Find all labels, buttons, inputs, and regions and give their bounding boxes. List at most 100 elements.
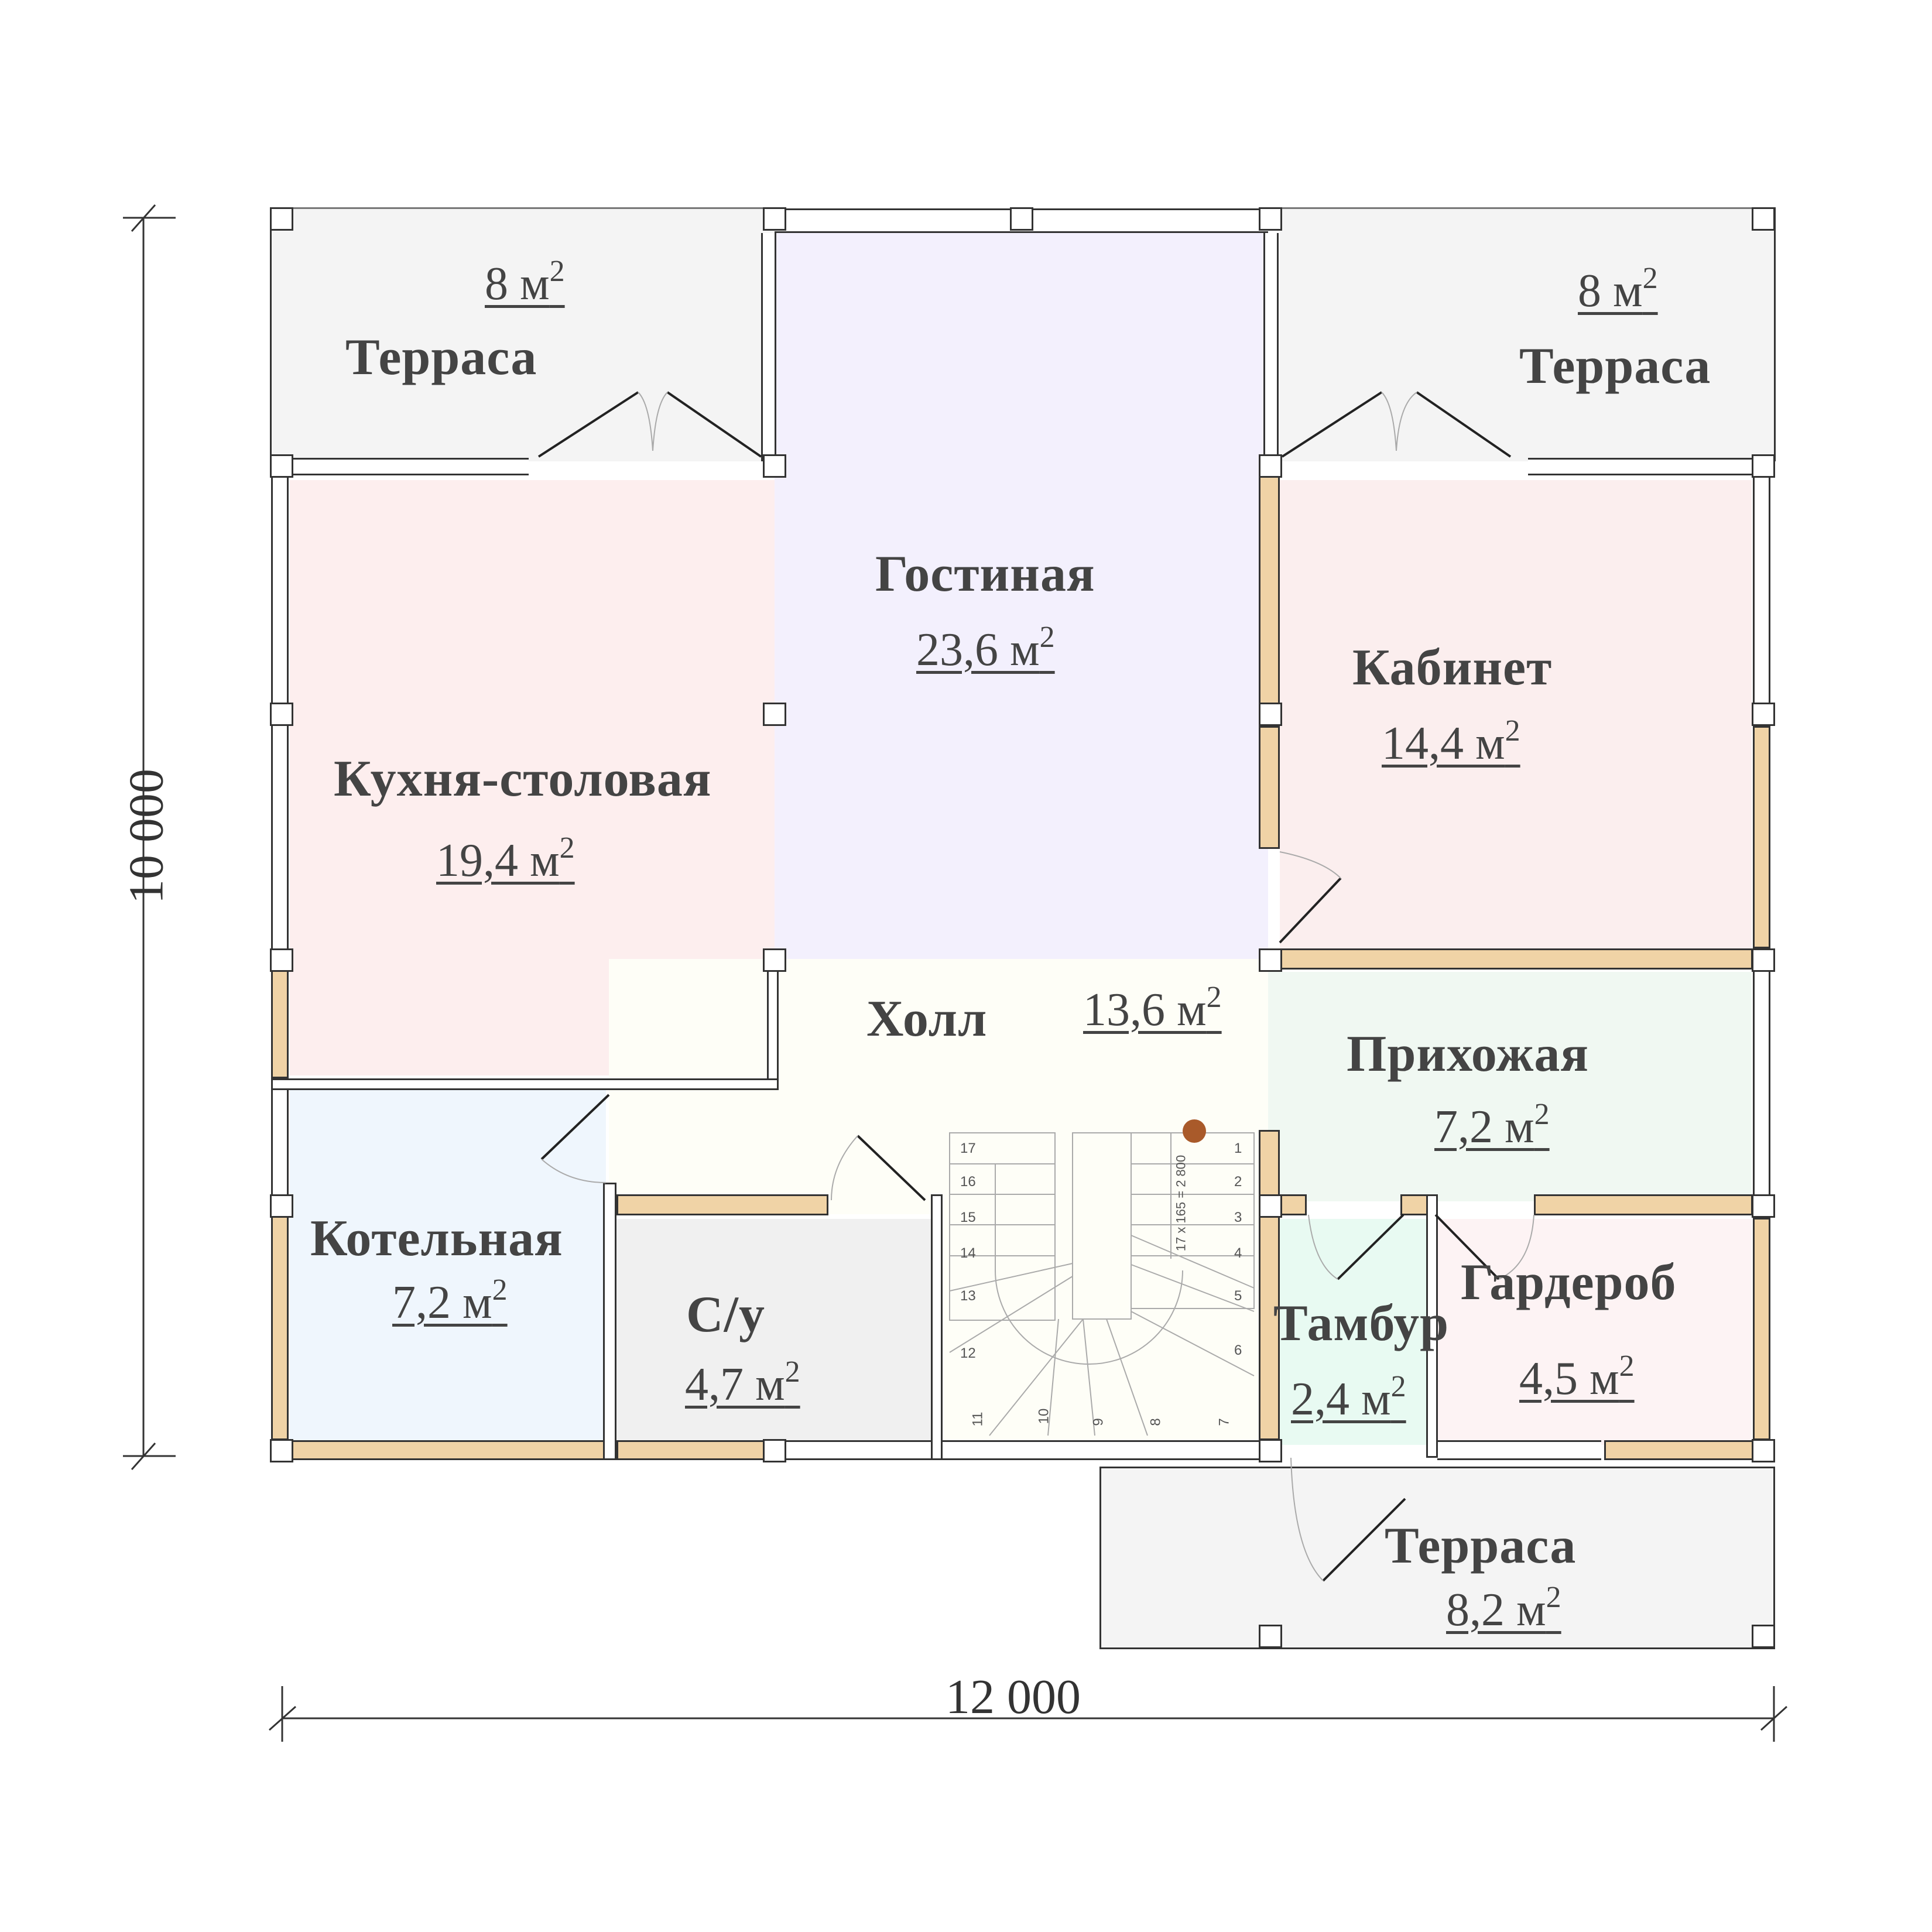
post xyxy=(1259,948,1282,972)
living-left-window xyxy=(761,233,776,461)
stair-step-10: 10 xyxy=(1036,1408,1052,1424)
left-wall-solid-1 xyxy=(271,961,289,1078)
stair-annotation: 17 x 165 = 2 800 xyxy=(1173,1155,1188,1252)
bathroom-top-wall xyxy=(616,1194,828,1215)
kitchen-name: Кухня-столовая xyxy=(334,751,712,807)
stair-step-2: 2 xyxy=(1234,1174,1242,1190)
stair-step-6: 6 xyxy=(1234,1342,1242,1358)
stair-step-8: 8 xyxy=(1147,1418,1164,1426)
stair-right-wall xyxy=(1259,1130,1280,1440)
kitchen-area: 19,4 м2 xyxy=(436,831,575,886)
post xyxy=(1752,948,1775,972)
post xyxy=(763,703,786,726)
post xyxy=(270,1194,293,1218)
left-wall-solid-2 xyxy=(271,1212,289,1440)
post xyxy=(270,948,293,972)
post xyxy=(270,1439,293,1462)
stair-step-9: 9 xyxy=(1090,1418,1107,1426)
post xyxy=(270,207,293,231)
boiler-area: 7,2 м2 xyxy=(392,1273,508,1328)
office-left-wall-2 xyxy=(1259,726,1280,849)
bath-stair-wall xyxy=(931,1194,943,1460)
entry-name: Прихожая xyxy=(1347,1026,1589,1083)
post xyxy=(763,207,786,231)
stair-step-1: 1 xyxy=(1234,1140,1242,1156)
terrace-bottom-area: 8,2 м2 xyxy=(1446,1581,1561,1636)
terrace-top-right xyxy=(1280,208,1775,461)
wardrobe-name: Гардероб xyxy=(1461,1254,1677,1311)
terrace-bottom-name: Терраса xyxy=(1385,1517,1577,1574)
terrace-top-left-name: Терраса xyxy=(345,329,537,386)
stair-step-15: 15 xyxy=(960,1210,976,1225)
stair-step-4: 4 xyxy=(1234,1245,1242,1261)
kitchen-top-window xyxy=(280,458,529,475)
right-window-wall xyxy=(1753,475,1770,721)
post xyxy=(1752,1625,1775,1648)
stair-step-7: 7 xyxy=(1216,1418,1232,1426)
wardrobe-area: 4,5 м2 xyxy=(1519,1349,1635,1405)
vestibule-area: 2,4 м2 xyxy=(1291,1370,1406,1425)
vestibule-name: Тамбур xyxy=(1273,1295,1450,1352)
dimension-height: 10 000 xyxy=(119,769,174,904)
room-bathroom xyxy=(616,1219,933,1445)
post xyxy=(1259,1194,1282,1218)
entry-bottom-wall-3 xyxy=(1534,1194,1753,1215)
post xyxy=(270,454,293,478)
office-name: Кабинет xyxy=(1352,639,1553,696)
vestibule-wardrobe-wall xyxy=(1426,1194,1438,1458)
post xyxy=(1752,1194,1775,1218)
room-office xyxy=(1280,480,1752,948)
entry-area: 7,2 м2 xyxy=(1434,1098,1550,1153)
post xyxy=(1259,454,1282,478)
post xyxy=(1010,207,1033,231)
terrace-top-left-left-edge xyxy=(270,207,272,461)
terrace-top-right-name: Терраса xyxy=(1519,338,1711,395)
living-area: 23,6 м2 xyxy=(916,621,1055,676)
stair-step-16: 16 xyxy=(960,1174,976,1190)
bathroom-area: 4,7 м2 xyxy=(685,1355,800,1410)
office-top-window xyxy=(1528,458,1765,475)
terrace-top-left-area: 8 м2 xyxy=(485,255,565,310)
bottom-window-bath xyxy=(779,1440,937,1460)
room-hall-2 xyxy=(775,959,1268,1076)
terrace-top-right-border xyxy=(1280,207,1775,209)
room-vestibule xyxy=(1280,1219,1426,1445)
stair-step-12: 12 xyxy=(960,1345,976,1361)
right-wall-solid-1 xyxy=(1753,726,1770,948)
stair-step-14: 14 xyxy=(960,1245,976,1261)
left-window-wall-2 xyxy=(271,1089,289,1200)
entry-bottom-wall-1 xyxy=(1280,1194,1307,1215)
post xyxy=(763,454,786,478)
bottom-wall-boiler xyxy=(271,1440,605,1460)
boiler-name: Котельная xyxy=(310,1210,563,1267)
post xyxy=(1752,454,1775,478)
post xyxy=(1259,1625,1282,1648)
living-right-window xyxy=(1263,233,1279,461)
room-wardrobe xyxy=(1437,1219,1752,1445)
kitchen-hall-wall-h xyxy=(271,1078,779,1090)
marker-dot xyxy=(1183,1119,1206,1143)
room-living xyxy=(775,233,1268,959)
bottom-window-wardrobe xyxy=(1437,1440,1601,1460)
post xyxy=(1752,1439,1775,1462)
stair-step-13: 13 xyxy=(960,1288,976,1304)
entry-bottom-wall-2 xyxy=(1400,1194,1430,1215)
bathroom-name: С/у xyxy=(686,1286,765,1343)
hall-area: 13,6 м2 xyxy=(1083,981,1222,1036)
terrace-top-right-right-edge xyxy=(1774,207,1776,461)
post xyxy=(270,703,293,726)
post xyxy=(763,1439,786,1462)
office-left-wall xyxy=(1259,475,1280,710)
stair-step-17: 17 xyxy=(960,1140,976,1156)
right-wall-solid-2 xyxy=(1753,1218,1770,1440)
terrace-bottom xyxy=(1099,1467,1775,1649)
terrace-top-right-area: 8 м2 xyxy=(1578,262,1658,317)
post xyxy=(763,948,786,972)
office-area: 14,4 м2 xyxy=(1382,714,1520,769)
living-name: Гостиная xyxy=(875,546,1095,602)
stair-step-5: 5 xyxy=(1234,1288,1242,1304)
post xyxy=(1752,207,1775,231)
terrace-top-left xyxy=(270,208,775,461)
right-window-wall-2 xyxy=(1753,972,1770,1197)
